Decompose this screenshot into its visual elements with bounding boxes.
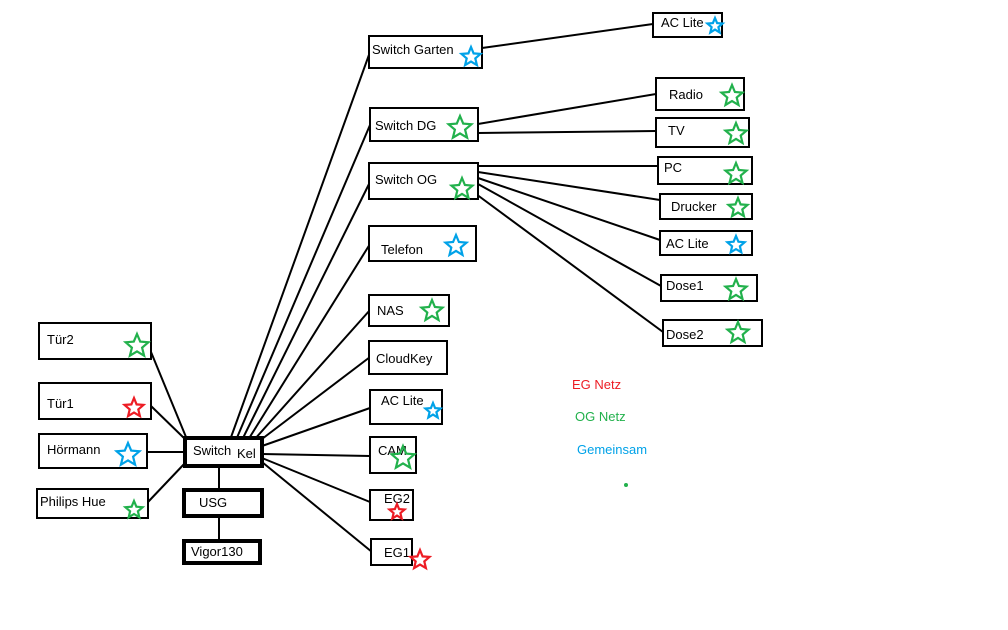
star-icon-ac-lite-keller <box>422 400 444 420</box>
edge-tuer2-keller <box>150 351 187 438</box>
edge-switch-dg-radio <box>477 93 657 125</box>
node-hoermann: Hörmann <box>38 433 148 469</box>
star-icon-radio <box>718 82 746 108</box>
node-switch-og: Switch OG <box>368 162 479 200</box>
node-usg: USG <box>182 488 264 518</box>
legend: EG Netz OG Netz Gemeinsam <box>572 377 647 487</box>
node-label: Drucker <box>671 199 717 214</box>
node-label: EG1 <box>384 545 410 560</box>
star-icon-nas <box>418 297 446 323</box>
star-icon-drucker <box>725 195 751 219</box>
edge-keller-cloudkey <box>257 356 371 443</box>
node-label: Telefon <box>381 242 423 257</box>
node-ac-lite-garten: AC Lite <box>652 12 723 38</box>
node-drucker: Drucker <box>659 193 753 220</box>
edge-switch-og-drucker <box>477 171 661 201</box>
star-icon-hoermann <box>113 440 143 468</box>
node-label: Switch DG <box>375 118 436 133</box>
node-eg2: EG2 <box>369 489 414 521</box>
edge-keller-ac-lite <box>261 407 371 447</box>
node-label: Hörmann <box>47 442 100 457</box>
node-label: Tür1 <box>47 396 74 411</box>
node-radio: Radio <box>655 77 745 111</box>
edge-philips-hue-keller <box>147 461 187 503</box>
star-icon-tuer2 <box>122 331 152 359</box>
net-markers <box>113 15 752 571</box>
node-label: Switch OG <box>375 172 437 187</box>
node-label: TV <box>668 123 685 138</box>
edges <box>147 23 664 553</box>
node-tv: TV <box>655 117 750 148</box>
star-icon-switch-garten <box>458 44 484 68</box>
edge-keller-switch-og <box>241 181 371 441</box>
node-switch-dg: Switch DG <box>369 107 479 142</box>
star-icon-dose1 <box>722 276 750 302</box>
node-eg1: EG1 <box>370 538 413 566</box>
edge-keller-switch-dg <box>235 124 371 441</box>
node-nas: NAS <box>368 294 450 327</box>
stray-dot <box>624 483 628 487</box>
legend-eg-netz: EG Netz <box>572 377 621 392</box>
star-icon-tv <box>722 120 750 146</box>
edge-switch-og-ac-lite <box>477 177 661 241</box>
node-dose2: Dose2 <box>662 319 763 347</box>
edge-tuer1-keller <box>150 405 187 441</box>
node-label-suffix: Kel <box>237 446 256 461</box>
edge-keller-eg1 <box>261 461 373 553</box>
star-icon-tuer1 <box>121 395 147 419</box>
nodes: Tür2 Tür1 Hörmann Philips Hue Switch Kel… <box>36 12 763 566</box>
node-cloudkey: CloudKey <box>368 340 448 375</box>
node-philips-hue: Philips Hue <box>36 488 149 519</box>
edge-switch-og-dose2 <box>475 193 664 333</box>
edge-switch-og-dose1 <box>477 183 662 287</box>
node-switch-keller: Switch Kel <box>183 436 264 468</box>
edge-switch-dg-tv <box>477 130 657 134</box>
star-icon-telefon <box>442 232 470 258</box>
edge-keller-telefon <box>247 243 371 441</box>
edge-keller-switch-garten <box>229 51 371 441</box>
legend-gemeinsam: Gemeinsam <box>577 442 647 457</box>
star-icon-switch-og <box>448 175 476 201</box>
node-telefon: Telefon <box>368 225 477 262</box>
node-label: Philips Hue <box>40 494 106 509</box>
node-label: CloudKey <box>376 351 433 366</box>
star-icon-eg1 <box>407 547 433 571</box>
legend-og-netz: OG Netz <box>575 409 626 424</box>
node-label: Tür2 <box>47 332 74 347</box>
star-icon-pc <box>722 160 750 186</box>
star-icon-ac-lite-garten <box>704 15 726 35</box>
node-label: AC Lite <box>666 236 709 251</box>
node-label: Vigor130 <box>191 544 243 559</box>
edge-keller-nas <box>253 309 371 441</box>
node-ac-lite-keller: AC Lite <box>369 389 443 425</box>
star-icon-cam <box>388 443 418 471</box>
edge-switch-garten-ac-lite <box>481 23 654 49</box>
node-label: Switch <box>193 443 231 458</box>
node-label: AC Lite <box>661 15 704 30</box>
node-label: AC Lite <box>381 393 424 408</box>
node-label: PC <box>664 160 682 175</box>
node-label: Switch Garten <box>372 42 454 57</box>
star-icon-eg2 <box>386 501 408 521</box>
star-icon-switch-dg <box>445 113 475 141</box>
edge-keller-eg2 <box>261 457 371 503</box>
star-icon-dose2 <box>724 319 752 345</box>
node-label: NAS <box>377 303 404 318</box>
star-icon-philips-hue <box>122 498 146 520</box>
node-label: Dose1 <box>666 278 704 293</box>
node-vigor: Vigor130 <box>182 539 262 565</box>
node-switch-garten: Switch Garten <box>368 35 483 69</box>
node-label: USG <box>199 495 227 510</box>
node-label: Radio <box>669 87 703 102</box>
star-icon-ac-lite-og <box>724 233 748 255</box>
edge-keller-cam <box>261 453 371 457</box>
node-label: Dose2 <box>666 327 704 342</box>
node-label: EG2 <box>384 491 410 506</box>
